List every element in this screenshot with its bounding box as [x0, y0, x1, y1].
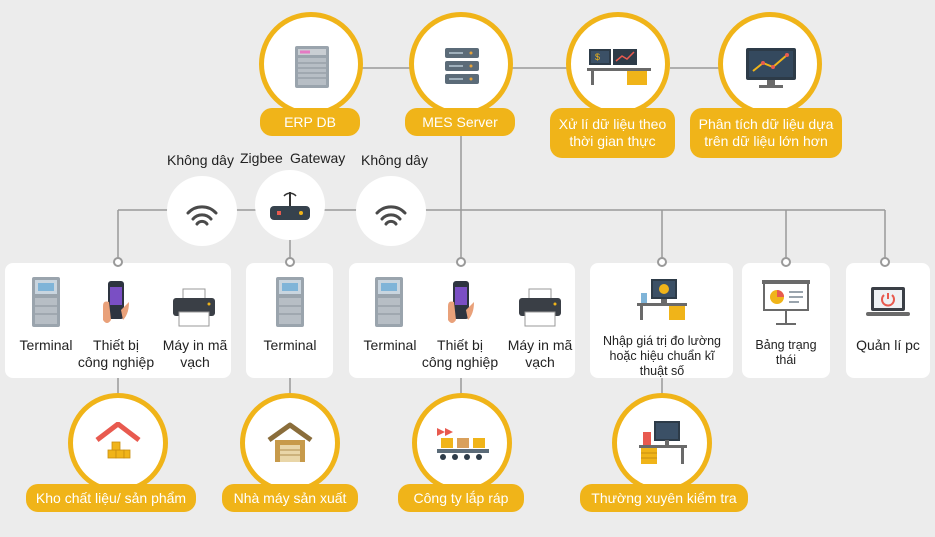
connector-dot: [880, 257, 890, 267]
assembly-node: [412, 393, 512, 493]
connector-dot: [113, 257, 123, 267]
connector-dot: [456, 257, 466, 267]
wireless-right-label: Không dây: [361, 152, 428, 168]
terminal-label: Terminal: [19, 337, 73, 353]
measurement-label: Nhập giá trị đo lường hoặc hiệu chuẩn kĩ…: [602, 334, 722, 378]
terminal-icon: [32, 277, 60, 327]
factory-garage-icon: [267, 422, 313, 462]
barcode-printer-label: Máy in mã vạch: [507, 337, 573, 370]
wireless-left-node: [167, 176, 237, 246]
analytics-monitor-icon: [746, 48, 796, 88]
connector-dot: [285, 257, 295, 267]
connector-dot: [657, 257, 667, 267]
industrial-device-label: Thiết bị công nghiệp: [77, 337, 155, 370]
terminal-label: Terminal: [363, 337, 417, 353]
pc-management-label: Quản lí pc: [856, 337, 920, 353]
wireless-right-node: [356, 176, 426, 246]
inspection-node: [612, 393, 712, 493]
warehouse-node: [68, 393, 168, 493]
wifi-icon: [186, 205, 218, 226]
gateway-label-gateway: Gateway: [290, 150, 346, 166]
assembly-label: Công ty lắp ráp: [398, 484, 524, 512]
terminal-icon: [375, 277, 403, 327]
connector-dot: [781, 257, 791, 267]
handheld-device-icon: [448, 281, 474, 323]
realtime-node: $: [566, 12, 670, 116]
wireless-left-label: Không dây: [167, 152, 234, 168]
server-rack-icon: [445, 48, 479, 84]
mes-server-label: MES Server: [405, 108, 515, 136]
workstation-desk-icon: $: [587, 49, 651, 85]
wifi-icon: [375, 205, 407, 226]
inspection-desk-icon: [639, 421, 687, 464]
device-card-group6: [846, 263, 930, 378]
mes-server-node: [409, 12, 513, 116]
measurement-desk-icon: [637, 279, 687, 320]
barcode-printer-icon: [173, 288, 215, 327]
bigdata-label: Phân tích dữ liệu dựa trên dữ liệu lớn h…: [690, 108, 842, 158]
warehouse-icon: [95, 422, 141, 462]
terminal-icon: [276, 277, 304, 327]
barcode-printer-label: Máy in mã vạch: [162, 337, 228, 370]
router-icon: [270, 192, 310, 220]
erp-db-node: [259, 12, 363, 116]
bigdata-node: [718, 12, 822, 116]
zigbee-gateway-node: [255, 170, 325, 240]
factory-node: [240, 393, 340, 493]
factory-label: Nhà máy sản xuất: [222, 484, 358, 512]
handheld-device-icon: [103, 281, 129, 323]
realtime-label: Xử lí dữ liệu theo thời gian thực: [550, 108, 675, 158]
status-board-label: Bảng trạng thái: [755, 338, 817, 367]
industrial-device-label: Thiết bị công nghiệp: [421, 337, 499, 370]
status-board-icon: [762, 280, 810, 325]
terminal-label: Terminal: [263, 337, 317, 353]
warehouse-label: Kho chất liệu/ sản phẩm: [26, 484, 196, 512]
server-cabinet-icon: [295, 46, 329, 88]
inspection-label: Thường xuyên kiểm tra: [580, 484, 748, 512]
erp-db-label: ERP DB: [260, 108, 360, 136]
laptop-power-icon: [866, 287, 910, 316]
svg-text:$: $: [595, 52, 600, 62]
gateway-label-zigbee: Zigbee: [240, 150, 283, 166]
conveyor-icon: [437, 428, 489, 460]
barcode-printer-icon: [519, 288, 561, 327]
